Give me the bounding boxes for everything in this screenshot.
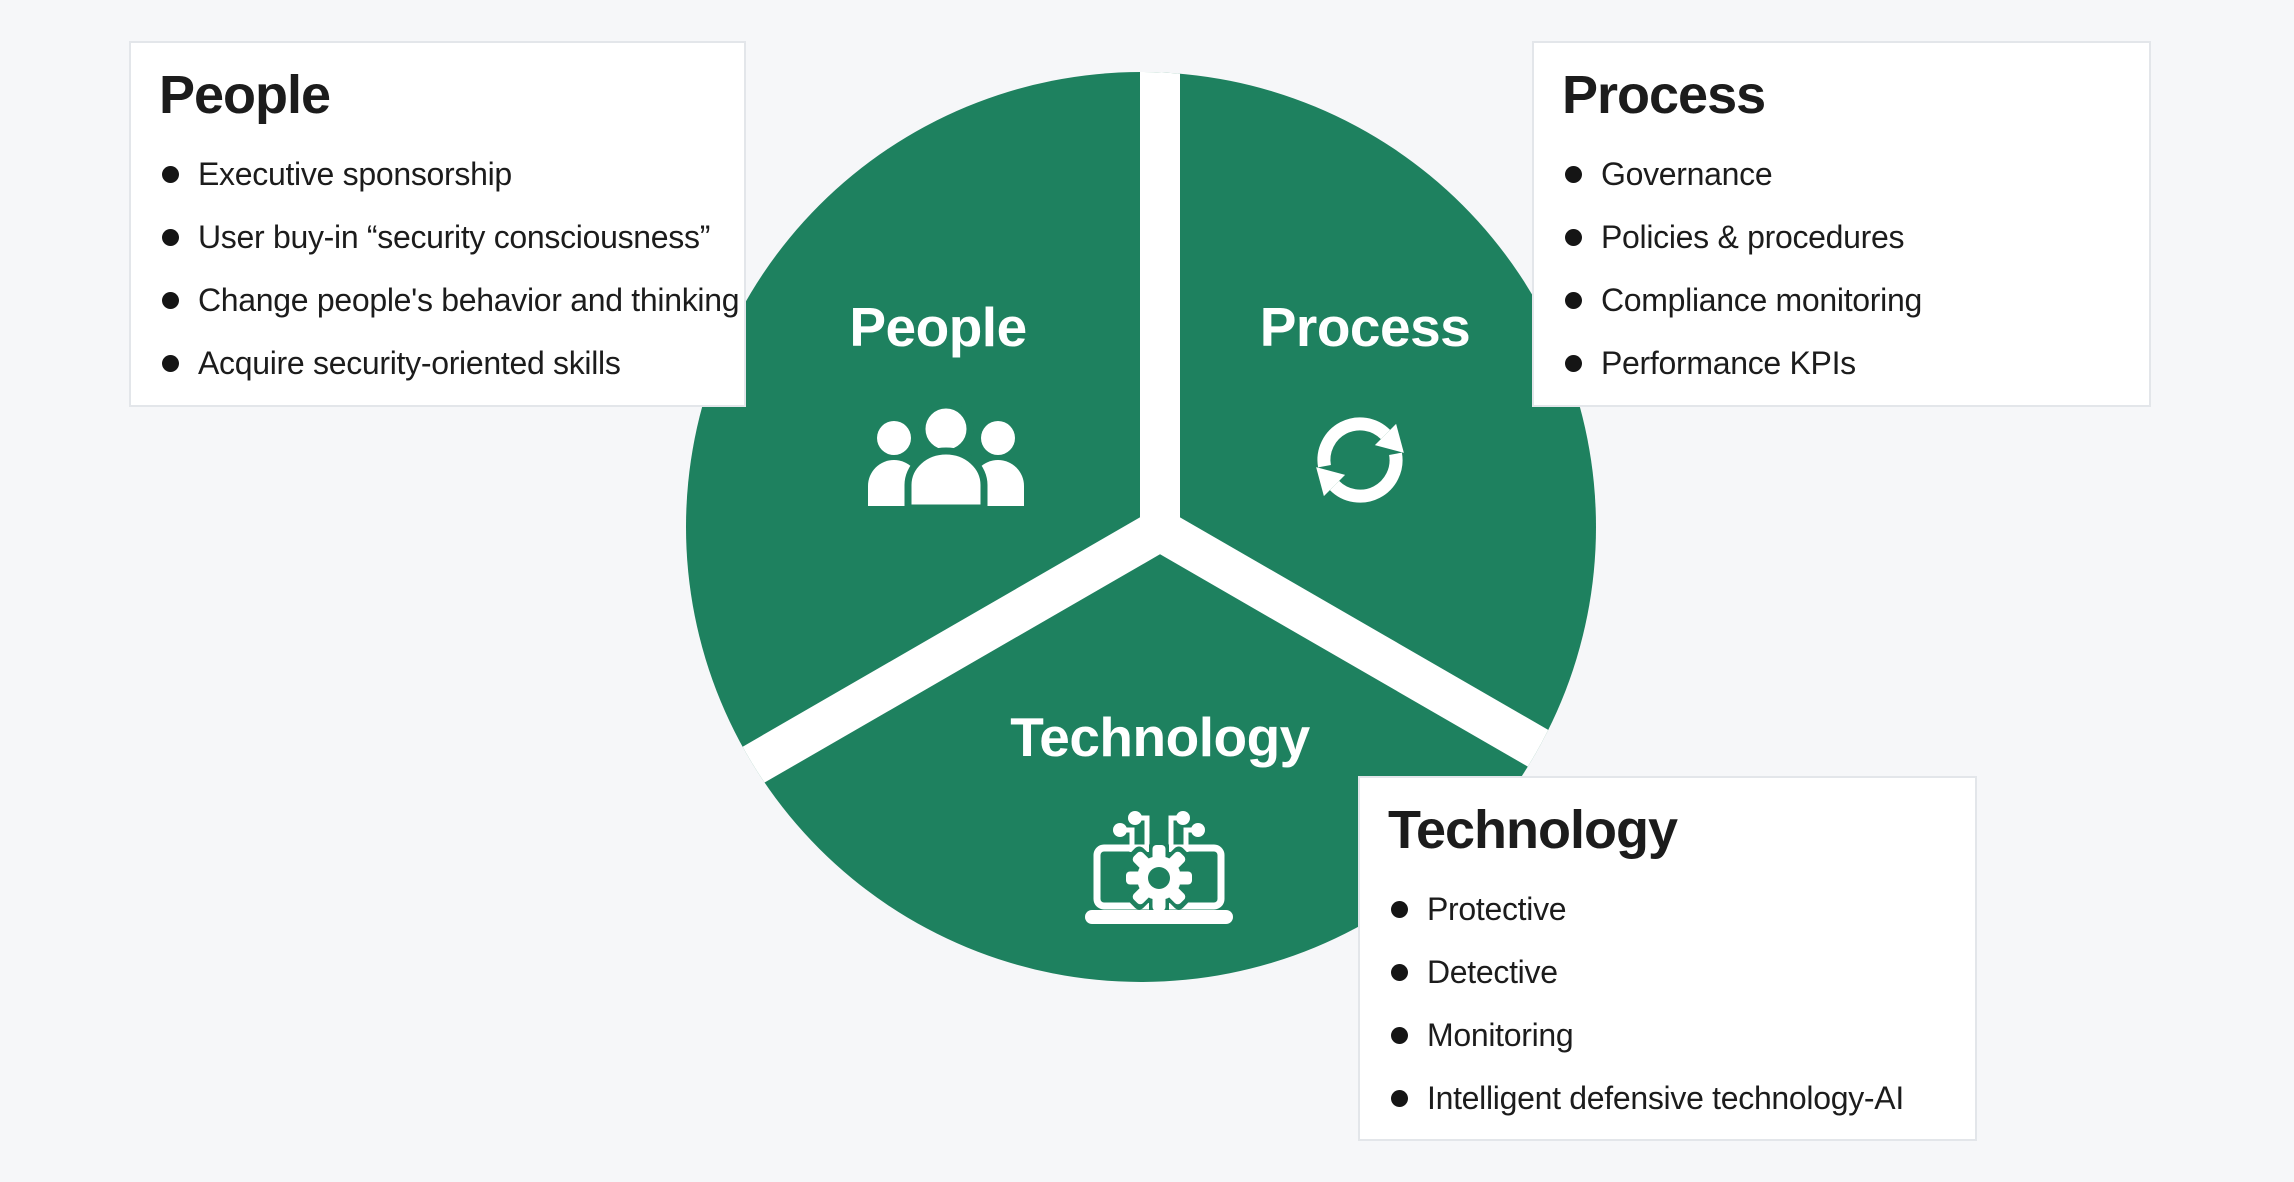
- bullet-dot: [1391, 901, 1408, 919]
- people-card-title: People: [159, 65, 331, 125]
- bullet-dot: [1391, 1027, 1408, 1045]
- segment-label-process: Process: [1259, 296, 1471, 358]
- bullet-item: User buy-in “security consciousness”: [159, 206, 718, 269]
- ppt-pie-circle: [686, 72, 1596, 982]
- segment-label-technology: Technology: [1010, 706, 1310, 768]
- bullet-dot: [1391, 1090, 1408, 1108]
- bullet-item: Monitoring: [1388, 1004, 1949, 1067]
- bullet-item: Policies & procedures: [1562, 206, 2123, 269]
- bullet-item: Performance KPIs: [1562, 332, 2123, 395]
- bullet-dot: [1565, 355, 1582, 373]
- bullet-dot: [162, 292, 179, 310]
- bullet-item: Compliance monitoring: [1562, 269, 2123, 332]
- process-card-title: Process: [1562, 65, 1766, 125]
- people-card: People Executive sponsorship User buy-in…: [129, 41, 746, 407]
- bullet-item: Governance: [1562, 143, 2123, 206]
- technology-card: Technology Protective Detective Monitori…: [1358, 776, 1977, 1141]
- bullet-dot: [162, 229, 179, 247]
- bullet-dot: [162, 355, 179, 373]
- bullet-dot: [1565, 292, 1582, 310]
- bullet-dot: [1565, 229, 1582, 247]
- bullet-item: Executive sponsorship: [159, 143, 718, 206]
- bullet-dot: [1391, 964, 1408, 982]
- segment-label-people: People: [849, 296, 1027, 358]
- pie-divider-y: [716, 72, 1596, 799]
- process-card: Process Governance Policies & procedures…: [1532, 41, 2151, 407]
- bullet-dot: [1565, 166, 1582, 184]
- bullet-dot: [162, 166, 179, 184]
- people-group-icon: [868, 402, 1024, 506]
- bullet-item: Detective: [1388, 941, 1949, 1004]
- laptop-gear-icon: [1085, 811, 1233, 924]
- technology-card-title: Technology: [1388, 800, 1678, 860]
- bullet-item: Acquire security-oriented skills: [159, 332, 718, 395]
- bullet-item: Change people's behavior and thinking: [159, 269, 740, 332]
- bullet-item: Intelligent defensive technology-AI: [1388, 1067, 1949, 1130]
- sync-arrows-icon: [1316, 417, 1404, 503]
- bullet-item: Protective: [1388, 878, 1949, 941]
